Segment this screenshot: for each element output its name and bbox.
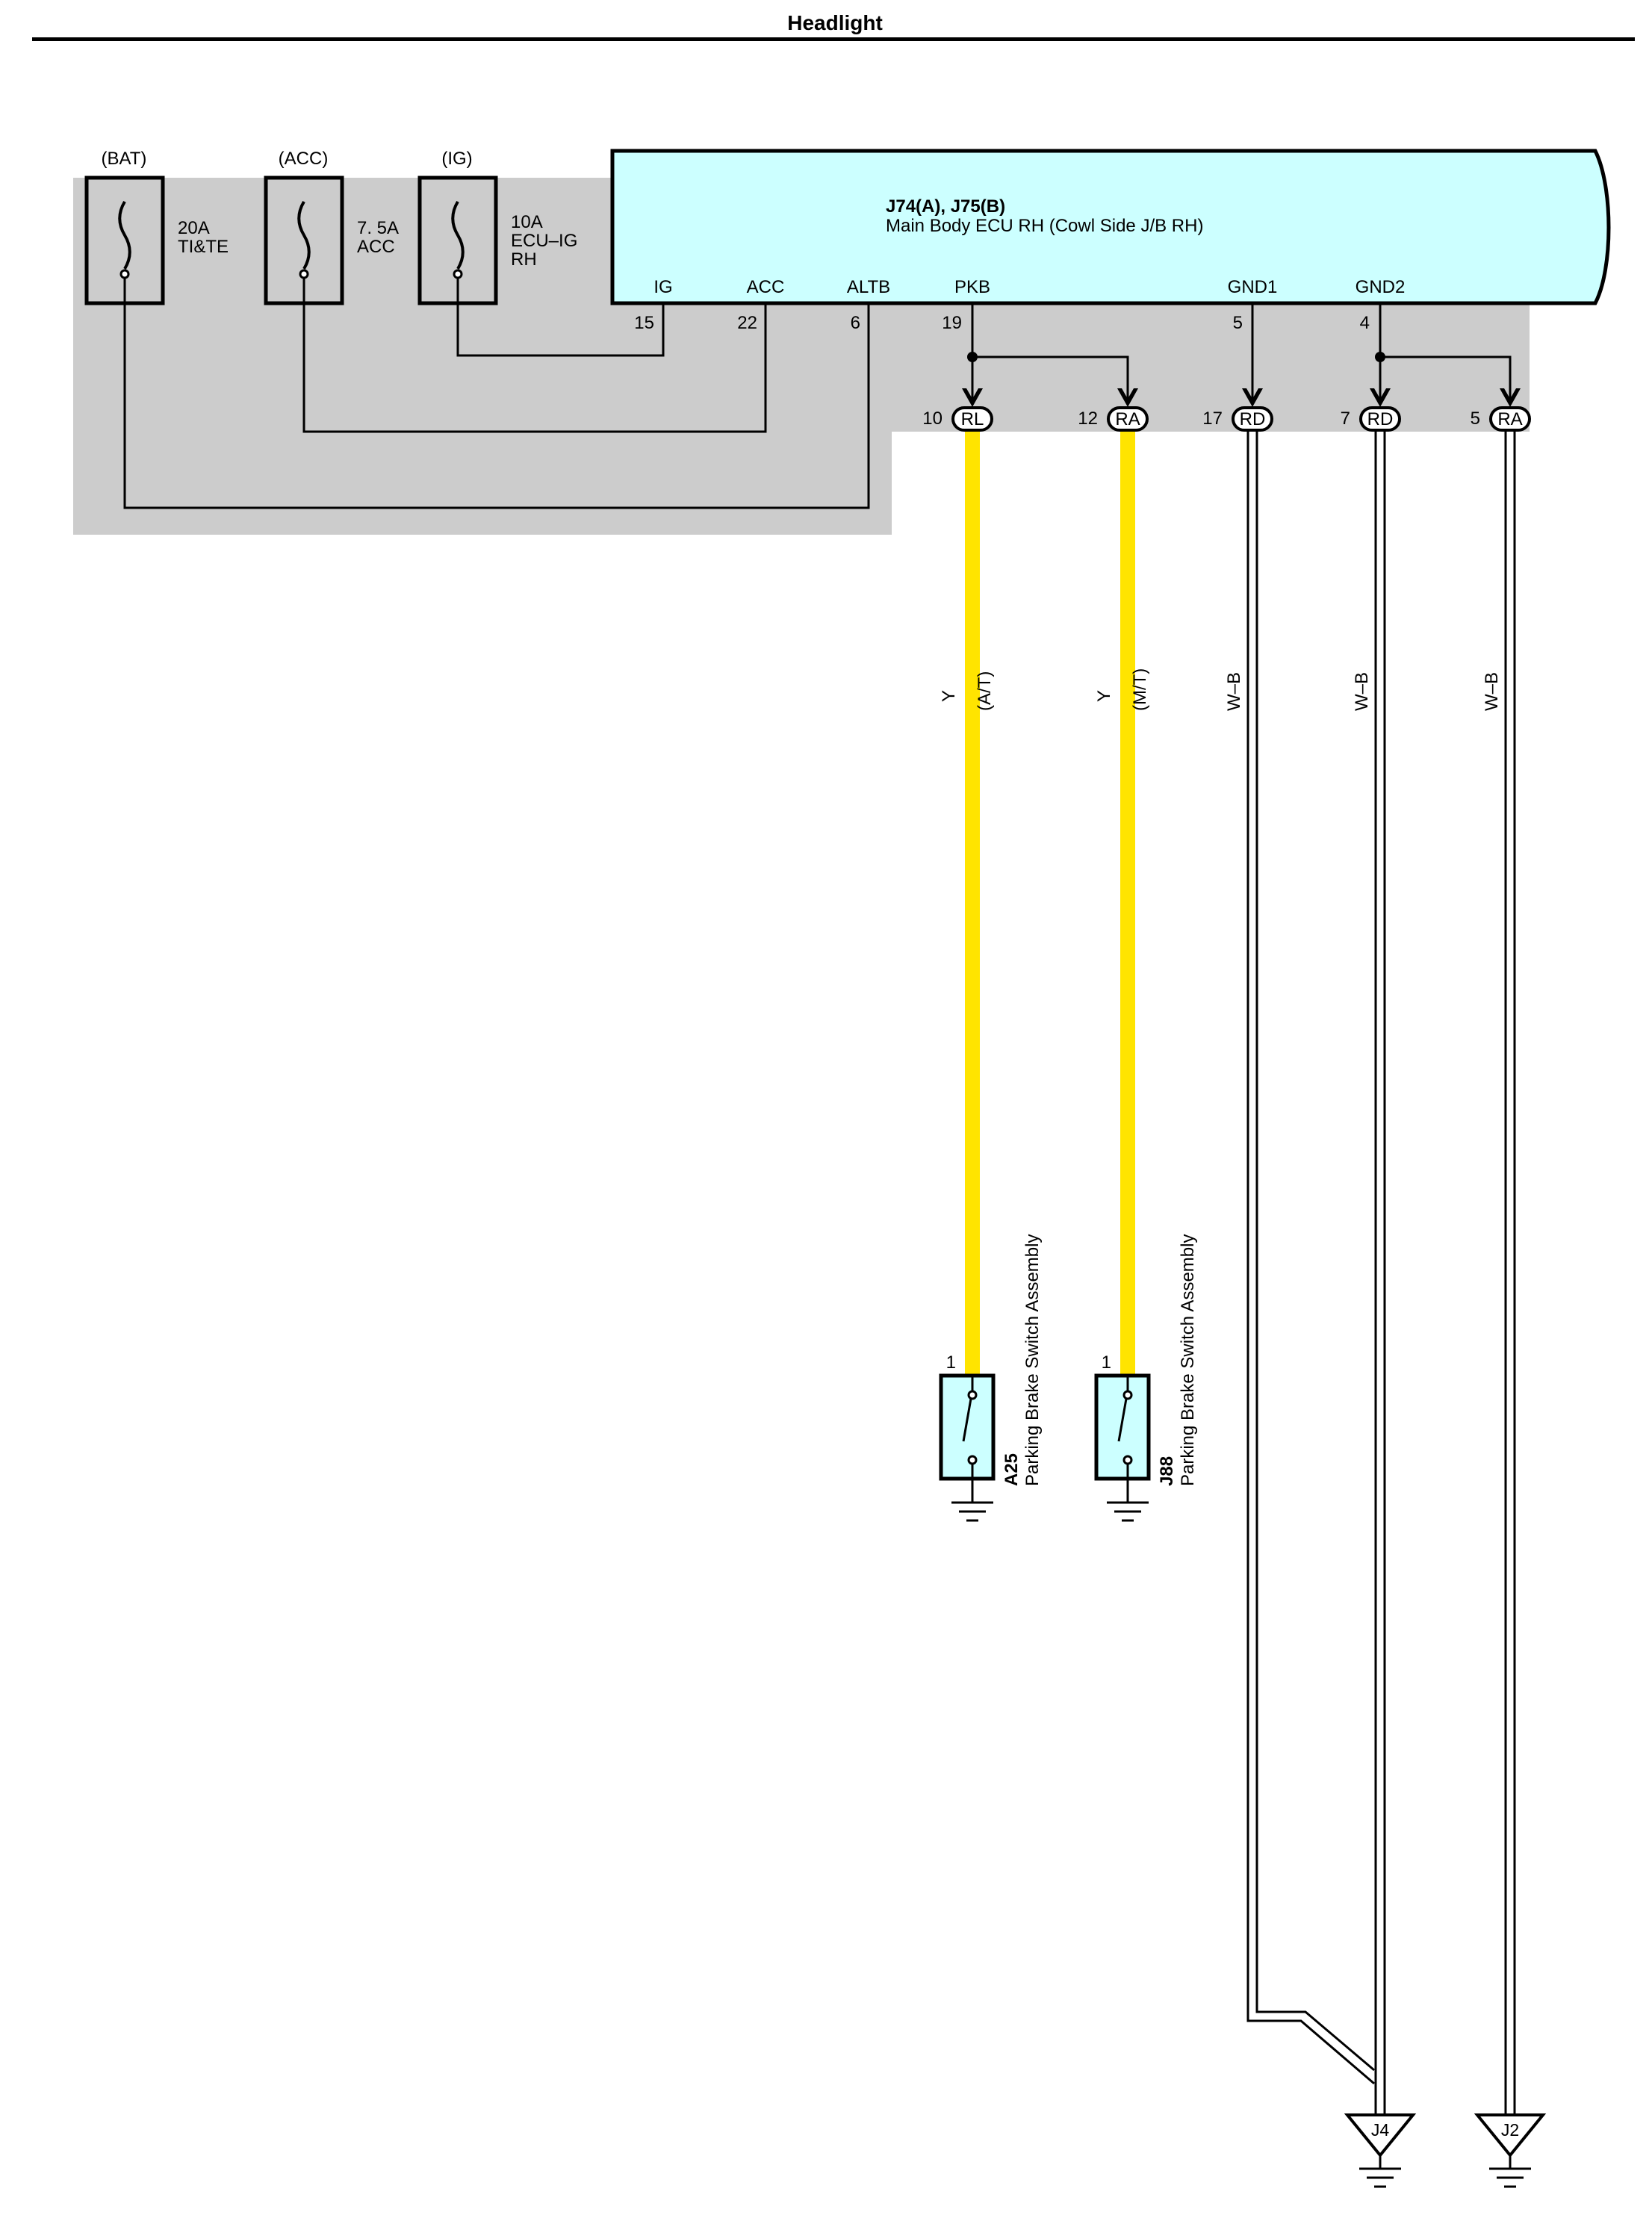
wire-color-wb: W–B: [1482, 672, 1502, 711]
fuse-source-acc: (ACC): [279, 149, 329, 169]
wire-color-wb: W–B: [1224, 672, 1244, 711]
fuse-name: ECU–IG: [511, 231, 577, 251]
junction-code: RA: [1497, 409, 1522, 429]
ground-triangle-icon: [1344, 2113, 1417, 2158]
ecu-pin-label-gnd2: GND2: [1356, 277, 1406, 297]
ground-icon: [951, 1501, 993, 1522]
switch-pin: 1: [946, 1352, 956, 1373]
fuse-rating: 7. 5A: [357, 218, 399, 238]
wire-acc: [302, 278, 767, 433]
switch-code: A25: [1002, 1453, 1022, 1486]
junction-rl-10: 10 RL: [922, 406, 993, 432]
ground-icon: [1489, 2155, 1531, 2188]
page-title: Headlight: [787, 11, 883, 34]
ground-point-j4: J4: [1344, 2113, 1417, 2188]
ecu-pin-label-acc: ACC: [747, 277, 785, 297]
ecu-pin-number-4: 4: [1360, 313, 1370, 333]
wire-color-y: Y: [1094, 690, 1114, 702]
junction-ra-12: 12 RA: [1078, 406, 1149, 432]
fuse-name: ACC: [357, 237, 395, 257]
junction-pin: 5: [1471, 409, 1480, 429]
ground-icon: [1359, 2155, 1401, 2188]
fuse-rating: 20A: [178, 218, 210, 238]
ground-code: J2: [1501, 2120, 1519, 2140]
wire-yellow-at: [965, 432, 980, 1376]
arrow-down-icon: [1117, 388, 1138, 407]
switch-contact-icon: [1117, 1398, 1128, 1442]
switch-j88: 1 J88 Parking Brake Switch Assembly: [1094, 1234, 1198, 1522]
switch-body: [939, 1373, 996, 1481]
ecu-pin-label-pkb: PKB: [954, 277, 990, 297]
wire-color-wb: W–B: [1352, 672, 1372, 711]
ecu-pin-number-5: 5: [1233, 313, 1243, 333]
ecu-pin-label-altb: ALTB: [847, 277, 890, 297]
wire-ig: [456, 278, 665, 357]
switch-body: [1094, 1373, 1151, 1481]
fuse-acc: (ACC) 7. 5A ACC: [264, 149, 399, 305]
fuse-rating: 10A: [511, 212, 543, 232]
switch-a25: 1 A25 Parking Brake Switch Assembly: [939, 1234, 1043, 1522]
switch-code: J88: [1157, 1456, 1177, 1486]
ground-triangle-icon: [1474, 2113, 1547, 2158]
ground-point-j2: J2: [1474, 2113, 1547, 2188]
junction-rd-17: 17 RD: [1202, 406, 1273, 432]
fuse-ecu-ig-rh: (IG) 10A ECU–IG RH: [417, 149, 577, 305]
arrow-down-icon: [1370, 388, 1391, 407]
wire-color-y: Y: [939, 690, 959, 702]
junction-ra-5: 5 RA: [1471, 406, 1531, 432]
wire-wb-17-inner: [1255, 432, 1375, 2072]
junction-pin: 17: [1202, 409, 1223, 429]
junction-code: RL: [961, 409, 984, 429]
wire-wb-17-outer: [1246, 432, 1375, 2085]
arrow-down-icon: [1500, 388, 1521, 407]
switch-name: Parking Brake Switch Assembly: [1022, 1234, 1043, 1486]
wires-wb: [1246, 432, 1516, 2113]
wire-note-mt: (M/T): [1130, 668, 1150, 711]
wire-note-at: (A/T): [975, 671, 995, 711]
fuse-wiring: [123, 278, 870, 509]
wire-altb: [123, 278, 870, 509]
ecu-pin-number-6: 6: [851, 313, 860, 333]
ecu-main-body-rh: J74(A), J75(B) Main Body ECU RH (Cowl Si…: [610, 149, 1611, 305]
header-rule: [32, 37, 1635, 41]
switch-contact-icon: [962, 1398, 972, 1442]
ground-code: J4: [1371, 2120, 1390, 2140]
ecu-pin-number-22: 22: [737, 313, 757, 333]
fuse-source-ig: (IG): [441, 149, 472, 169]
junction-code: RA: [1115, 409, 1140, 429]
ecu-pin-label-ig: IG: [653, 277, 672, 297]
wire-yellow-mt: [1120, 432, 1135, 1376]
ecu-box: [610, 149, 1611, 305]
junction-pin: 10: [922, 409, 943, 429]
fuse-element-icon: [118, 200, 131, 270]
arrow-down-icon: [1242, 388, 1263, 407]
junction-code: RD: [1240, 409, 1266, 429]
junction-code: RD: [1367, 409, 1394, 429]
ground-icon: [1107, 1501, 1149, 1522]
ecu-pin-label-gnd1: GND1: [1228, 277, 1278, 297]
splice-point: [967, 352, 978, 362]
junction-pin: 7: [1341, 409, 1350, 429]
arrow-down-icon: [962, 388, 983, 407]
ecu-connector: J74(A), J75(B): [886, 196, 1005, 217]
fuse-name-line2: RH: [511, 249, 537, 270]
ecu-pin-number-19: 19: [942, 313, 962, 333]
ecu-pin-number-15: 15: [634, 313, 654, 333]
connector-arrows: [962, 388, 1521, 407]
ecu-name: Main Body ECU RH (Cowl Side J/B RH): [886, 216, 1203, 236]
junction-pin: 12: [1078, 409, 1098, 429]
splice-point: [1375, 352, 1385, 362]
fuse-element-icon: [451, 200, 465, 270]
fuse-name: TI&TE: [178, 237, 229, 257]
switch-pin: 1: [1102, 1352, 1111, 1373]
fuse-source-bat: (BAT): [102, 149, 147, 169]
fuse-element-icon: [297, 200, 311, 270]
junction-rd-7: 7 RD: [1341, 406, 1401, 432]
switch-name: Parking Brake Switch Assembly: [1178, 1234, 1198, 1486]
